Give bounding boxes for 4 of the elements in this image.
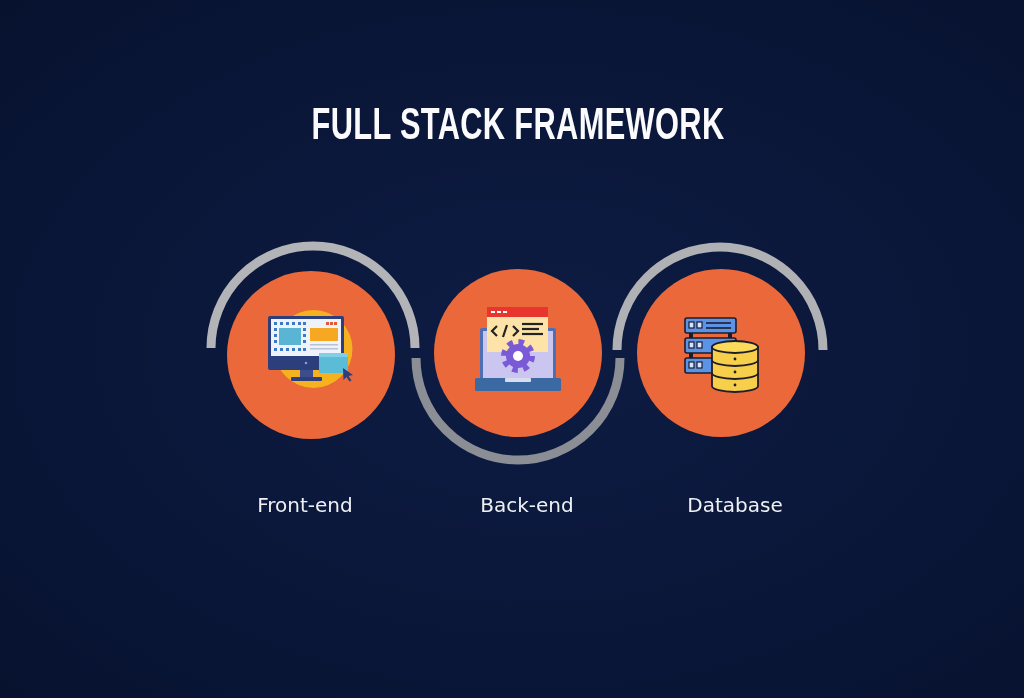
node-label: Front-end <box>257 493 353 517</box>
title: FULL STACK FRAMEWORK <box>311 102 725 146</box>
node-label: Back-end <box>480 493 574 517</box>
node-label: Database <box>687 493 783 517</box>
